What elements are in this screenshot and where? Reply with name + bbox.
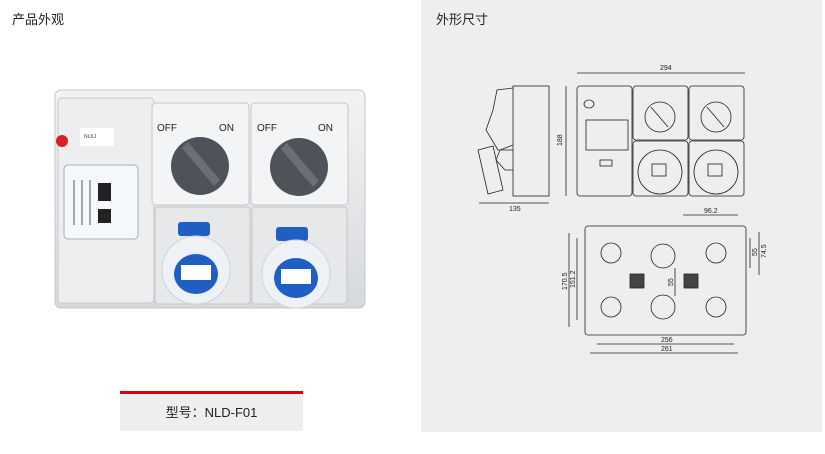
- dimension-drawings: 135 294 188 96.2 74.5 55 170.5 151.2 55: [477, 65, 768, 354]
- dim-depth: 135: [509, 206, 521, 213]
- dim-55-right: 55: [752, 248, 759, 256]
- side-view-drawing: 135: [477, 85, 550, 213]
- product-appearance-panel: 产品外观 NLKJ OFF ON OFF ON: [12, 12, 366, 431]
- dim-151-2: 151.2: [570, 270, 577, 288]
- switch-off-label: OFF: [157, 123, 177, 134]
- dim-170-5: 170.5: [562, 272, 569, 290]
- rotary-switch-1[interactable]: OFF ON: [151, 102, 250, 206]
- section-title-dimensions: 外形尺寸: [436, 12, 489, 27]
- switch-off-label: OFF: [257, 123, 277, 134]
- product-photo: NLKJ OFF ON OFF ON: [54, 89, 366, 309]
- dim-height: 188: [557, 134, 564, 146]
- front-view-drawing: 294 188: [557, 65, 745, 197]
- socket-1: [154, 206, 251, 305]
- dim-width: 294: [660, 65, 672, 72]
- dim-256: 256: [661, 337, 673, 344]
- dim-96-2: 96.2: [704, 208, 718, 215]
- dim-261: 261: [661, 346, 673, 353]
- switch-on-label: ON: [219, 123, 234, 134]
- brand-label: NLKJ: [84, 134, 97, 140]
- indicator-lamp-icon: [56, 135, 68, 147]
- dim-74-5: 74.5: [761, 244, 768, 258]
- mounting-view-drawing: 96.2 74.5 55 170.5 151.2 55 256 261: [562, 208, 768, 354]
- dim-55-center: 55: [668, 278, 675, 286]
- model-label: 型号：NLD-F01: [120, 391, 303, 431]
- section-title-appearance: 产品外观: [12, 12, 65, 27]
- switch-on-label: ON: [318, 123, 333, 134]
- rotary-switch-2[interactable]: OFF ON: [250, 102, 349, 206]
- socket-2: [251, 206, 348, 309]
- dimensions-panel: 外形尺寸: [421, 0, 822, 432]
